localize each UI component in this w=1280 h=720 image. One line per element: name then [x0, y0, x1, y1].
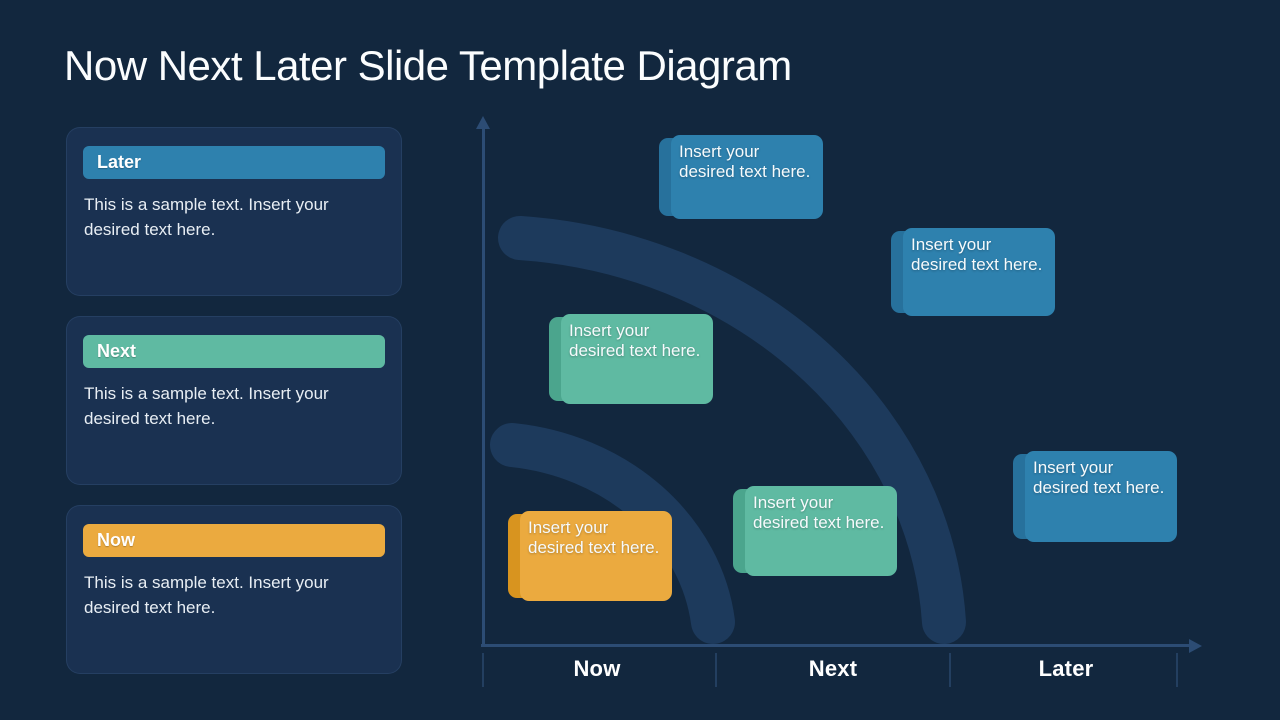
card-later[interactable]: Later This is a sample text. Insert your…: [66, 127, 402, 296]
card-next-body[interactable]: This is a sample text. Insert your desir…: [84, 384, 329, 428]
note-blue-right[interactable]: Insert your desired text here.: [891, 228, 1055, 316]
x-axis-tick: [715, 653, 717, 687]
card-later-header[interactable]: Later: [83, 146, 385, 179]
x-axis-label-later: Later: [1038, 656, 1094, 681]
note-blue-top[interactable]: Insert your desired text here.: [659, 135, 823, 219]
x-axis-line: [481, 644, 1191, 647]
x-axis-label-now: Now: [573, 656, 621, 681]
card-next-header[interactable]: Next: [83, 335, 385, 368]
note-text[interactable]: Insert your desired text here.: [520, 511, 672, 601]
note-orange-now[interactable]: Insert your desired text here.: [508, 511, 672, 601]
note-text[interactable]: Insert your desired text here.: [561, 314, 713, 404]
card-now-label: Now: [97, 530, 135, 550]
note-text[interactable]: Insert your desired text here.: [745, 486, 897, 576]
y-axis-arrow-icon: [476, 116, 490, 129]
note-text[interactable]: Insert your desired text here.: [1025, 451, 1177, 542]
card-next[interactable]: Next This is a sample text. Insert your …: [66, 316, 402, 485]
card-later-label: Later: [97, 152, 142, 172]
note-blue-later[interactable]: Insert your desired text here.: [1013, 451, 1177, 542]
x-axis-tick: [1176, 653, 1178, 687]
note-teal-next[interactable]: Insert your desired text here.: [733, 486, 897, 576]
x-axis-tick: [949, 653, 951, 687]
x-axis-label-next: Next: [808, 656, 858, 681]
x-axis-arrow-icon: [1189, 639, 1202, 653]
y-axis-line: [482, 127, 485, 646]
card-now-body[interactable]: This is a sample text. Insert your desir…: [84, 573, 329, 617]
card-now-header[interactable]: Now: [83, 524, 385, 557]
note-text[interactable]: Insert your desired text here.: [671, 135, 823, 219]
card-now[interactable]: Now This is a sample text. Insert your d…: [66, 505, 402, 674]
slide-title: Now Next Later Slide Template Diagram: [64, 42, 792, 89]
card-later-body[interactable]: This is a sample text. Insert your desir…: [84, 195, 329, 239]
x-axis-tick: [482, 653, 484, 687]
note-teal-middle[interactable]: Insert your desired text here.: [549, 314, 713, 404]
note-text[interactable]: Insert your desired text here.: [903, 228, 1055, 316]
card-next-label: Next: [97, 341, 137, 361]
